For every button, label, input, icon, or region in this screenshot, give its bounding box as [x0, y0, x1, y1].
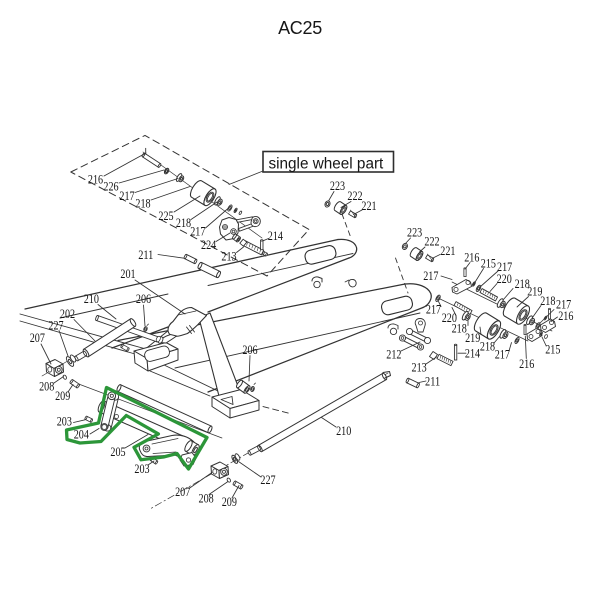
- svg-text:223: 223: [330, 179, 345, 193]
- svg-text:201: 201: [120, 267, 135, 281]
- svg-text:220: 220: [497, 272, 512, 286]
- svg-text:213: 213: [412, 360, 427, 374]
- svg-text:217: 217: [190, 225, 205, 239]
- svg-text:227: 227: [260, 473, 275, 487]
- svg-text:216: 216: [519, 357, 534, 371]
- svg-text:211: 211: [425, 374, 440, 388]
- svg-text:211: 211: [138, 248, 153, 262]
- svg-text:210: 210: [336, 424, 351, 438]
- svg-text:227: 227: [48, 319, 63, 333]
- svg-text:214: 214: [465, 346, 481, 360]
- svg-text:205: 205: [110, 445, 125, 459]
- svg-text:222: 222: [347, 189, 362, 203]
- svg-text:218: 218: [176, 216, 191, 230]
- svg-text:217: 217: [495, 347, 510, 361]
- svg-text:218: 218: [540, 294, 555, 308]
- svg-text:222: 222: [424, 234, 439, 248]
- svg-text:209: 209: [55, 389, 70, 403]
- svg-text:203: 203: [57, 415, 72, 429]
- svg-text:217: 217: [119, 189, 134, 203]
- svg-text:210: 210: [84, 292, 99, 306]
- svg-text:212: 212: [386, 347, 401, 361]
- svg-text:209: 209: [222, 495, 237, 509]
- svg-text:219: 219: [527, 284, 542, 298]
- svg-text:202: 202: [60, 307, 75, 321]
- svg-text:213: 213: [221, 250, 236, 264]
- svg-text:206: 206: [136, 292, 151, 306]
- svg-text:217: 217: [497, 260, 512, 274]
- svg-text:214: 214: [268, 229, 284, 243]
- svg-text:216: 216: [558, 309, 573, 323]
- svg-text:206: 206: [242, 343, 257, 357]
- svg-text:218: 218: [452, 322, 467, 336]
- svg-text:AC25: AC25: [278, 18, 322, 38]
- svg-text:220: 220: [442, 311, 457, 325]
- svg-text:221: 221: [440, 244, 455, 258]
- svg-text:225: 225: [158, 209, 173, 223]
- svg-text:217: 217: [426, 302, 441, 316]
- svg-text:single wheel part: single wheel part: [269, 155, 385, 172]
- svg-text:223: 223: [407, 226, 422, 240]
- svg-text:218: 218: [480, 340, 495, 354]
- svg-text:207: 207: [30, 331, 45, 345]
- svg-text:218: 218: [515, 277, 530, 291]
- svg-text:224: 224: [201, 238, 217, 252]
- svg-text:215: 215: [481, 256, 496, 270]
- svg-text:207: 207: [175, 485, 190, 499]
- svg-text:216: 216: [88, 173, 103, 187]
- svg-text:219: 219: [465, 331, 480, 345]
- svg-text:216: 216: [464, 251, 479, 265]
- svg-text:226: 226: [103, 180, 118, 194]
- svg-text:221: 221: [361, 199, 376, 213]
- svg-text:204: 204: [74, 428, 90, 442]
- svg-text:217: 217: [423, 269, 438, 283]
- svg-text:218: 218: [135, 197, 150, 211]
- svg-text:208: 208: [199, 491, 214, 505]
- svg-text:203: 203: [134, 462, 149, 476]
- svg-text:217: 217: [556, 297, 571, 311]
- svg-text:208: 208: [39, 380, 54, 394]
- svg-text:215: 215: [545, 342, 560, 356]
